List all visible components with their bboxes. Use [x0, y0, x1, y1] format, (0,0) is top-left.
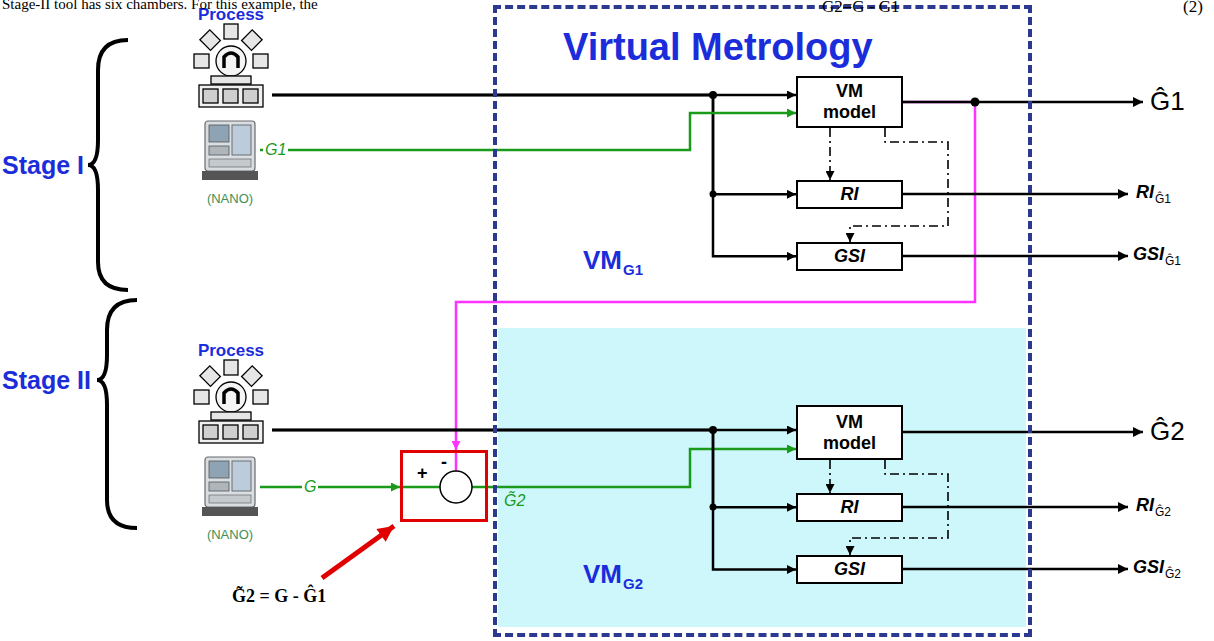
- gsi-box: GSI: [796, 242, 903, 271]
- output-label: GSI: [1133, 244, 1164, 264]
- stage-label: Stage I: [2, 151, 84, 179]
- box-label: RI: [841, 497, 859, 518]
- region-name: VMG2: [583, 560, 643, 592]
- box-label: VM model: [814, 81, 885, 122]
- cyan-region-fill: [498, 328, 1026, 627]
- page-text: Stage-II tool has six chambers. For this…: [2, 0, 318, 12]
- vm-region: VMG2 VM modelRI GSI: [498, 328, 1026, 627]
- connector: [272, 430, 796, 507]
- output-label: Ĝ2: [1150, 416, 1185, 447]
- tool-label: (NANO): [207, 528, 253, 544]
- output-label: RI: [1136, 495, 1154, 515]
- frame-title: Virtual Metrology: [563, 27, 873, 69]
- stage-brace: [97, 300, 137, 528]
- equation: G̃2=G - Ĝ1: [822, 0, 900, 17]
- output-label: RIĜ1: [1136, 182, 1171, 206]
- output-label: GSI: [1133, 557, 1164, 577]
- gsi-box: GSI: [796, 555, 903, 584]
- sign-label: +: [417, 464, 428, 482]
- vm-frame: Virtual MetrologyVM modelRIGSIVMG2VM mod…: [493, 5, 1032, 637]
- callout-formula: G̃2 = G - Ĝ1: [232, 586, 326, 608]
- metrology-tool: (NANO): [200, 116, 260, 208]
- metrology-tool-icon: [202, 121, 258, 180]
- tool-label: (NANO): [207, 192, 253, 208]
- output-label: Ĝ1: [1150, 86, 1185, 116]
- equation: G̃2=G - Ĝ1: [822, 0, 900, 16]
- box-label: GSI: [834, 246, 865, 267]
- output-label: Ĝ1: [1155, 192, 1171, 206]
- connector: [260, 486, 400, 489]
- output-label: GSIĜ2: [1133, 557, 1181, 581]
- connector: [488, 449, 796, 487]
- connector: [272, 95, 796, 256]
- connector: [272, 430, 796, 570]
- output-label: Ĝ1: [1150, 86, 1185, 117]
- summing-junction: +-: [400, 450, 488, 522]
- equation-number: (2): [1183, 0, 1203, 16]
- process-tool: Process: [190, 6, 272, 110]
- callout-arrow: [322, 526, 394, 578]
- box-label: VM model: [814, 412, 885, 453]
- process-tool-icon: [194, 360, 268, 443]
- output-arrows: [903, 102, 1143, 569]
- summing-circle: [403, 453, 485, 503]
- connector: [260, 113, 796, 150]
- metrology-tool-icon: [202, 457, 258, 516]
- equation-number: (2): [1183, 0, 1203, 17]
- stage-label: Stage II: [2, 366, 91, 394]
- region-subscript: G2: [623, 575, 643, 592]
- vm-model-box: VM model: [796, 76, 903, 128]
- output-label: Ĝ2: [1165, 567, 1181, 581]
- signal-label: G1: [263, 141, 288, 159]
- stage-label: Stage I: [2, 150, 84, 180]
- ri-box: RI: [796, 493, 903, 522]
- region-name: VM: [583, 559, 622, 589]
- connector: [829, 460, 831, 493]
- connector: [272, 95, 796, 194]
- output-label: RI: [1136, 182, 1154, 202]
- module-label: VM: [583, 245, 622, 275]
- tool-label: Process: [198, 342, 264, 361]
- box-label: RI: [841, 184, 859, 205]
- output-label: Ĝ2: [1155, 505, 1171, 519]
- metrology-tool: (NANO): [200, 452, 260, 544]
- output-label: Ĝ1: [1165, 254, 1181, 268]
- signal-label: G̃2: [502, 492, 527, 510]
- process-tool: Process: [190, 342, 272, 446]
- signal-label: G: [302, 478, 318, 496]
- page-text: Stage-II tool has six chambers. For this…: [2, 0, 318, 13]
- stage-brace: [88, 40, 128, 290]
- connector: [456, 102, 975, 450]
- connector: [829, 128, 831, 180]
- module-label: G1: [623, 261, 643, 278]
- box-label: GSI: [834, 559, 865, 580]
- process-tool-icon: [194, 24, 268, 107]
- output-label: Ĝ2: [1150, 416, 1185, 446]
- stage-label: Stage II: [2, 365, 91, 395]
- module-label: VMG1: [583, 246, 643, 278]
- output-label: GSIĜ1: [1133, 244, 1181, 268]
- vm-model-box: VM model: [796, 405, 903, 460]
- junction-dots: [709, 91, 980, 511]
- callout-formula: G̃2 = G - Ĝ1: [232, 586, 326, 606]
- sign-label: -: [441, 453, 447, 471]
- ri-box: RI: [796, 180, 903, 209]
- output-label: RIĜ2: [1136, 495, 1171, 519]
